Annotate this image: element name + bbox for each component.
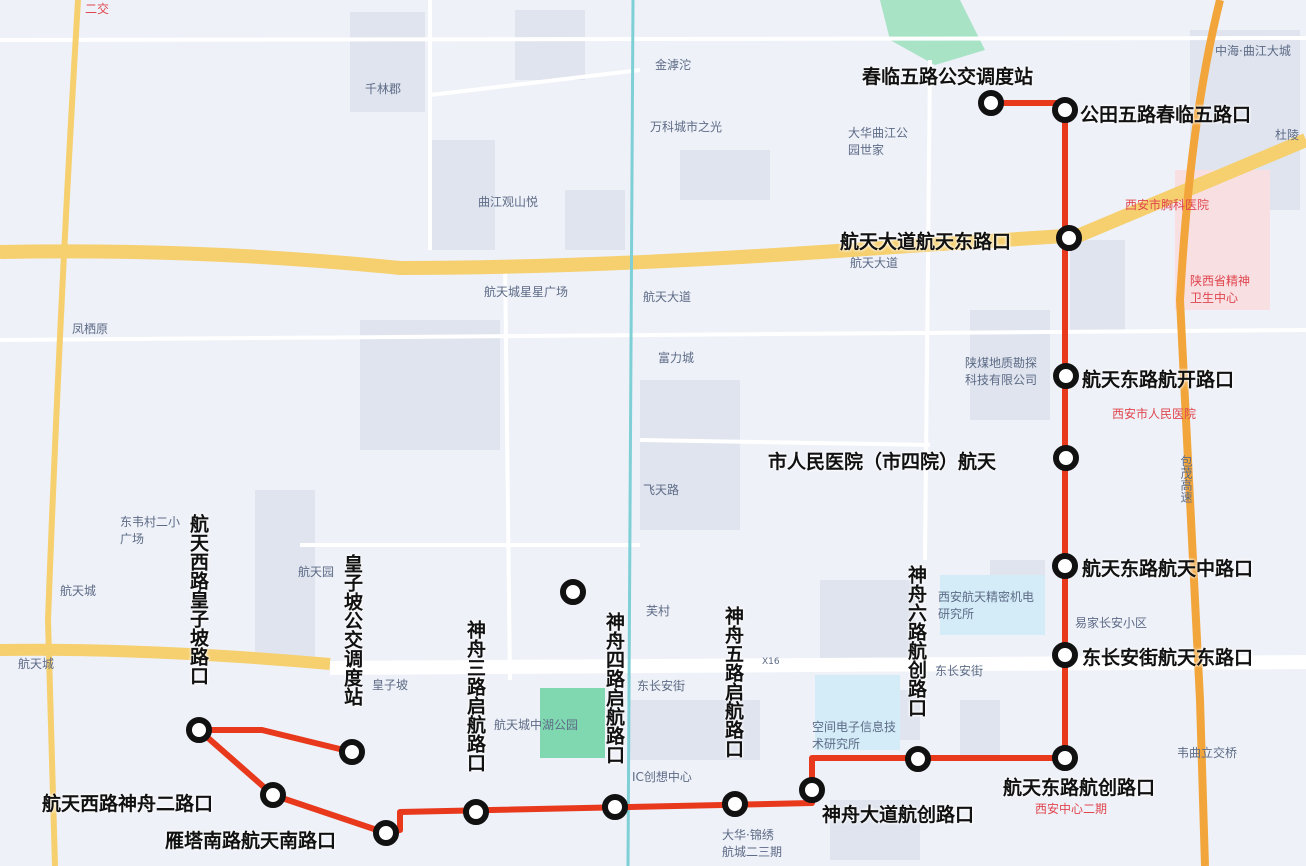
stop-marker[interactable] <box>1053 445 1079 471</box>
poi-qianlinjun: 千林郡 <box>365 82 402 96</box>
poi-fengqiyuan: 凤栖原 <box>72 322 109 336</box>
poi-guanshanyue: 曲江观山悦 <box>478 195 539 209</box>
poi-du: 杜陵 <box>1275 128 1300 142</box>
park-hangtian <box>540 688 605 758</box>
poi-xian-center: 西安中心二期 <box>1035 802 1108 816</box>
poi-dahua: 大华曲江公园世家 <box>848 126 909 157</box>
unlabeled-stop-marker[interactable] <box>560 579 586 605</box>
minor-roads <box>0 0 1306 681</box>
stop-label: 神舟五路启航路口 <box>722 606 744 758</box>
stop-marker[interactable] <box>905 746 931 772</box>
stop-marker[interactable] <box>1053 363 1079 389</box>
poi-dongchanganjie-1: 东长安街 <box>637 679 686 693</box>
stop-marker[interactable] <box>463 799 489 825</box>
stop-label: 神舟六路航创路口 <box>905 565 927 717</box>
poi-erjiao: 二交 <box>85 2 110 16</box>
building-blocks <box>255 10 1300 860</box>
stop-label: 航天东路航天中路口 <box>1082 558 1254 580</box>
poi-jingshen: 陕西省精神卫生中心 <box>1190 274 1251 305</box>
stop-label: 航天大道航天东路口 <box>840 231 1012 253</box>
stop-marker[interactable] <box>260 782 286 808</box>
poi-hangtian-park: 航天城中湖公园 <box>494 718 579 732</box>
stop-label: 春临五路公交调度站 <box>862 66 1034 88</box>
stop-marker[interactable] <box>1052 553 1078 579</box>
poi-shanmei: 陕煤地质勘探科技有限公司 <box>965 356 1038 387</box>
stop-label: 公田五路春临五路口 <box>1080 104 1252 126</box>
poi-kongjian: 空间电子信息技术研究所 <box>812 720 897 751</box>
stop-label: 神舟大道航创路口 <box>822 804 975 826</box>
institute-area <box>940 575 1045 635</box>
poi-feitianlu: 飞天路 <box>643 483 680 497</box>
poi-xingxing: 航天城星星广场 <box>484 285 569 299</box>
poi-sanjiao: 韦曲立交桥 <box>1177 746 1238 760</box>
poi-hangtiancheng-metro: 航天城 <box>60 584 97 598</box>
poi-hangtianyuan: 航天园 <box>298 565 335 579</box>
stop-label: 雁塔南路航天南路口 <box>165 830 337 852</box>
stop-label: 神舟四路启航路口 <box>603 612 625 764</box>
hangtian-avenue-road <box>0 133 1306 276</box>
stop-label: 皇子坡公交调度站 <box>341 554 363 706</box>
poi-ic: IC创想中心 <box>632 770 692 784</box>
poi-huangzipo: 皇子坡 <box>372 678 409 692</box>
baomao-expressway <box>1175 0 1224 866</box>
stop-marker[interactable] <box>602 794 628 820</box>
stop-marker[interactable] <box>339 739 365 765</box>
west-road <box>0 643 331 670</box>
poi-jingmi: 西安航天精密机电研究所 <box>938 590 1035 621</box>
stop-marker[interactable] <box>186 717 212 743</box>
stop-label: 航天西路神舟二路口 <box>42 793 214 815</box>
poi-fulicheng: 富力城 <box>658 351 695 365</box>
stop-label: 东长安街航天东路口 <box>1082 647 1254 669</box>
poi-jinhutuo: 金滹沱 <box>655 58 692 72</box>
stop-label: 航天东路航开路口 <box>1082 369 1235 391</box>
stop-marker[interactable] <box>799 777 825 803</box>
poi-baomao: 包茂高速 <box>1179 455 1193 503</box>
west-vertical-road <box>44 0 81 866</box>
metro-line <box>626 0 635 866</box>
poi-furcun: 芙村 <box>646 604 671 618</box>
poi-zhonghai: 中海·曲江大城 <box>1215 44 1291 58</box>
poi-x16: X16 <box>762 657 780 667</box>
stop-marker[interactable] <box>978 90 1004 116</box>
stop-label: 航天东路航创路口 <box>1003 777 1156 799</box>
poi-hangtiandadao-road: 航天大道 <box>850 256 899 270</box>
poi-renmin-hospital: 西安市人民医院 <box>1112 407 1197 421</box>
stop-label: 市人民医院（市四院）航天 <box>768 451 997 473</box>
stop-marker[interactable] <box>1056 225 1082 251</box>
stop-marker[interactable] <box>373 820 399 846</box>
dongchangan-street <box>329 655 1306 675</box>
poi-yiguo: 易家长安小区 <box>1075 616 1148 630</box>
poi-wanke: 万科城市之光 <box>650 120 723 134</box>
institute-area-2 <box>815 675 900 750</box>
poi-xiongke: 西安市胸科医院 <box>1125 198 1210 212</box>
park-north <box>880 0 985 65</box>
poi-hangtiancheng: 航天城 <box>18 657 55 671</box>
stop-label: 航天西路皇子坡路口 <box>187 514 209 685</box>
stop-marker[interactable] <box>1052 745 1078 771</box>
poi-dongchanganjie-2: 东长安街 <box>935 664 984 678</box>
stop-label: 神舟三路启航路口 <box>464 620 486 772</box>
stop-marker[interactable] <box>1052 97 1078 123</box>
poi-dongweicun: 东韦村二小广场 <box>120 515 181 546</box>
poi-hangtiandadao-metro: 航天大道 <box>643 290 692 304</box>
poi-dahua-hangcheng: 大华·锦绣航城二三期 <box>722 828 783 859</box>
stop-marker[interactable] <box>1052 642 1078 668</box>
stop-marker[interactable] <box>722 791 748 817</box>
